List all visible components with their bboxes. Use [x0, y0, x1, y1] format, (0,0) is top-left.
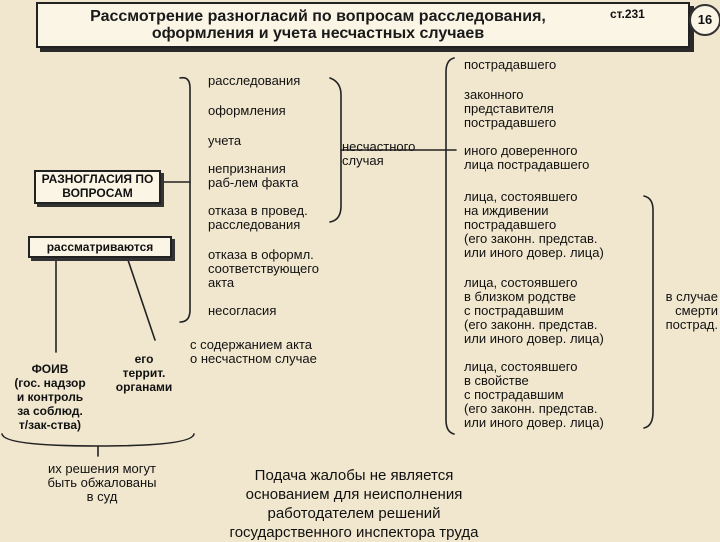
topic-registration: оформления [208, 103, 286, 118]
topic-refusal-investigation: отказа в провед. расследования [208, 203, 308, 232]
territorial-bodies-label: его террит. органами [115, 352, 173, 394]
accident-bracket [329, 77, 342, 223]
death-case-label: в случае смерти пострад. [665, 289, 718, 332]
topic-disagreement: несогласия [208, 303, 277, 318]
appeal-note: их решения могут быть обжалованы в суд [47, 461, 157, 504]
person-in-law: лица, состоявшего в свойстве с пострадав… [464, 359, 604, 430]
article-reference: ст.231 [610, 7, 645, 21]
accident-label: несчастного случая [342, 139, 416, 168]
considered-box: рассматриваются [28, 236, 172, 258]
person-trusted: иного доверенного лица пострадавшего [464, 143, 590, 172]
topic-investigation: расследования [208, 73, 301, 88]
foiv-label: ФОИВ (гос. надзор и контроль за соблюд. … [14, 362, 86, 432]
title-line-2: оформления и учета несчастных случаев [151, 25, 485, 42]
title-line-1: Рассмотрение разногласий по вопросам рас… [90, 8, 546, 25]
persons-bracket [445, 57, 455, 435]
person-legal-representative: законного представителя пострадавшего [464, 87, 557, 130]
topic-non-recognition: непризнания раб-лем факта [208, 161, 299, 190]
topics-bracket [179, 76, 191, 323]
topic-refusal-act: отказа в оформл. соответствующего акта [208, 247, 319, 290]
disagreement-detail: с содержанием акта о несчастном случае [190, 337, 317, 366]
person-close-relative: лица, состоявшего в близком родстве с по… [464, 275, 604, 346]
considered-to-territorial [127, 259, 156, 341]
topic-recording: учета [208, 133, 242, 148]
death-case-bracket [643, 195, 654, 429]
person-victim: пострадавшего [464, 57, 557, 72]
authorities-bracket [1, 433, 195, 447]
title-box: Рассмотрение разногласий по вопросам рас… [36, 2, 690, 48]
disputes-box: РАЗНОГЛАСИЯ ПО ВОПРОСАМ [34, 170, 161, 204]
person-dependent: лица, состоявшего на иждивении пострадав… [464, 189, 604, 260]
complaint-notice: Подача жалобы не является основанием для… [229, 467, 479, 541]
